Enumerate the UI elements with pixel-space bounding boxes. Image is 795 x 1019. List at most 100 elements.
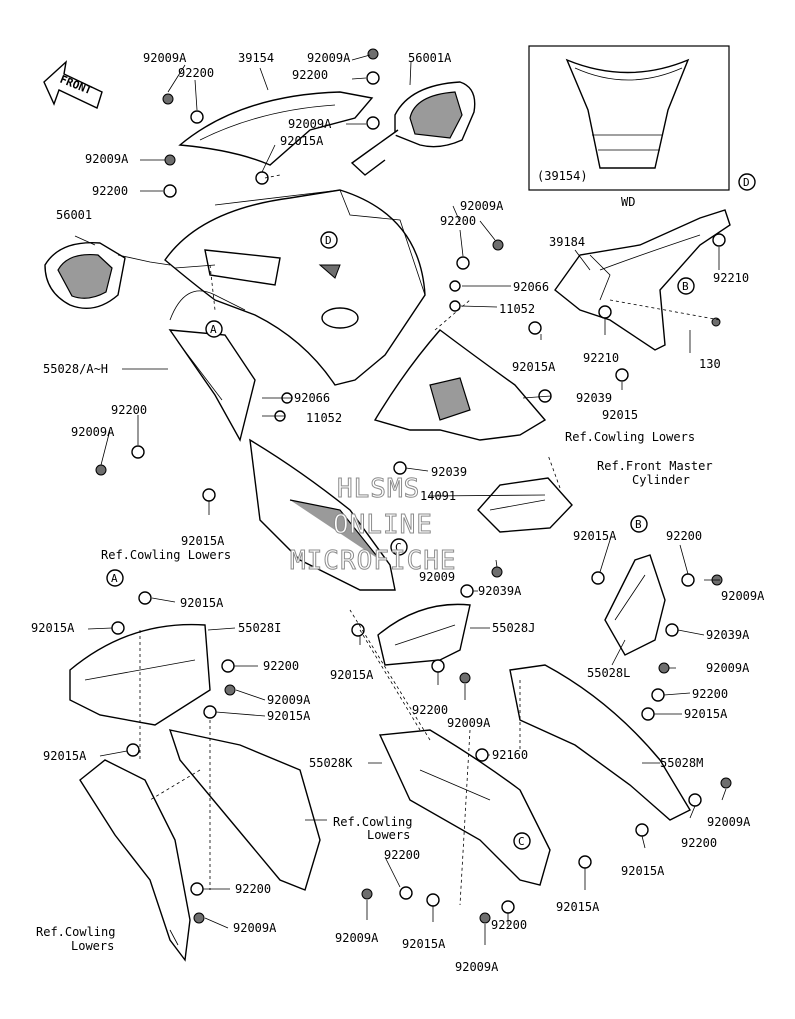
panel-55028J: [377, 603, 471, 666]
watermark: HLSMS ONLINE MICROFICHE: [290, 474, 457, 577]
ref-cowling-lowers-3a: Ref.Cowling: [333, 815, 412, 829]
label-92200: 92200: [263, 659, 299, 673]
label-92009A: 92009A: [233, 921, 277, 935]
label-92210: 92210: [583, 351, 619, 365]
label-92009A: 92009A: [335, 931, 379, 945]
label-92200: 92200: [235, 882, 271, 896]
windshield-part: [178, 91, 374, 166]
label-55028M: 55028M: [660, 756, 703, 770]
callout-A1: A: [210, 323, 217, 336]
label-92015A: 92015A: [31, 621, 75, 635]
bracket-14091: [477, 477, 573, 533]
mirror-right: [350, 81, 476, 176]
label-92200: 92200: [491, 918, 527, 932]
label-92015A: 92015A: [43, 749, 87, 763]
label-92015A: 92015A: [280, 134, 324, 148]
ref-front-master-1: Ref.Front Master: [597, 459, 713, 473]
label-92200: 92200: [412, 703, 448, 717]
fasteners: [95, 48, 732, 924]
label-92015A: 92015A: [402, 937, 446, 951]
label-92009A: 92009A: [707, 815, 751, 829]
watermark-line-1: HLSMS: [337, 474, 420, 504]
label-92009A: 92009A: [447, 716, 491, 730]
label-92009A: 92009A: [460, 199, 504, 213]
label-92015A: 92015A: [621, 864, 665, 878]
label-130: 130: [699, 357, 721, 371]
label-92009A: 92009A: [143, 51, 187, 65]
bracket-39184: [554, 209, 731, 351]
label-92039A: 92039A: [706, 628, 750, 642]
label-92039A: 92039A: [478, 584, 522, 598]
label-92009: 92009: [419, 570, 455, 584]
label-92009A: 92009A: [721, 589, 765, 603]
middle-panel-left: [249, 438, 396, 591]
label-92200: 92200: [692, 687, 728, 701]
label-92009A: 92009A: [267, 693, 311, 707]
label-39184: 39184: [549, 235, 585, 249]
callout-C2: C: [518, 835, 525, 848]
label-92009A: 92009A: [706, 661, 750, 675]
leader-lines: [74, 54, 727, 946]
guide-lines: [139, 174, 721, 906]
panel-55028K: [378, 729, 551, 886]
label-92066: 92066: [513, 280, 549, 294]
label-92200: 92200: [111, 403, 147, 417]
upper-cowling: [164, 189, 426, 386]
ref-cowling-lowers-2: Ref.Cowling Lowers: [101, 548, 231, 562]
panel-55028M: [509, 664, 691, 821]
reference-labels: Ref.Cowling Lowers Ref.Cowling Lowers Re…: [36, 430, 713, 953]
label-56001: 56001: [56, 208, 92, 222]
label-92039: 92039: [431, 465, 467, 479]
callout-B2: B: [635, 518, 642, 531]
label-55028-a-h: 55028/A~H: [43, 362, 108, 376]
label-92009A: 92009A: [85, 152, 129, 166]
label-92200: 92200: [92, 184, 128, 198]
label-92015A: 92015A: [181, 534, 225, 548]
label-55028L: 55028L: [587, 666, 630, 680]
inner-panel-right: [373, 329, 547, 441]
label-92066: 92066: [294, 391, 330, 405]
label-92015A: 92015A: [573, 529, 617, 543]
label-92015A: 92015A: [512, 360, 556, 374]
label-92015: 92015: [602, 408, 638, 422]
label-56001A: 56001A: [408, 51, 452, 65]
ref-cowling-lowers-4a: Ref.Cowling: [36, 925, 115, 939]
callout-B1: B: [682, 280, 689, 293]
label-39154: 39154: [238, 51, 274, 65]
ref-front-master-2: Cylinder: [632, 473, 690, 487]
label-92015A: 92015A: [267, 709, 311, 723]
ref-cowling-lowers-1: Ref.Cowling Lowers: [565, 430, 695, 444]
windshield-inset: (39154) WD: [528, 45, 730, 209]
part-labels: 92009A 92200 39154 92009A 92200 56001A 9…: [31, 51, 765, 974]
mirror-left: [44, 241, 171, 309]
label-92015A: 92015A: [556, 900, 600, 914]
callout-D2: D: [743, 176, 750, 189]
callout-A2: A: [111, 572, 118, 585]
label-92015A: 92015A: [180, 596, 224, 610]
label-55028J: 55028J: [492, 621, 535, 635]
label-92009A: 92009A: [455, 960, 499, 974]
callout-D1: D: [325, 234, 332, 247]
label-55028K: 55028K: [309, 756, 353, 770]
label-11052: 11052: [499, 302, 535, 316]
label-92009A: 92009A: [307, 51, 351, 65]
label-92200: 92200: [666, 529, 702, 543]
inset-part-number: (39154): [537, 169, 588, 183]
label-92200: 92200: [440, 214, 476, 228]
label-92210: 92210: [713, 271, 749, 285]
watermark-line-3: MICROFICHE: [290, 546, 457, 576]
inset-variant-label: WD: [621, 195, 635, 209]
panel-55028L: [604, 554, 666, 656]
watermark-line-2: ONLINE: [333, 510, 433, 540]
front-arrow: FRONT: [43, 60, 103, 109]
label-92039: 92039: [576, 391, 612, 405]
label-92015A: 92015A: [330, 668, 374, 682]
label-11052: 11052: [306, 411, 342, 425]
label-92160: 92160: [492, 748, 528, 762]
lower-cowling-left: [79, 729, 321, 962]
callout-C1: C: [395, 541, 402, 554]
label-92015A: 92015A: [684, 707, 728, 721]
side-panel-55028: [168, 329, 256, 442]
label-92200: 92200: [292, 68, 328, 82]
